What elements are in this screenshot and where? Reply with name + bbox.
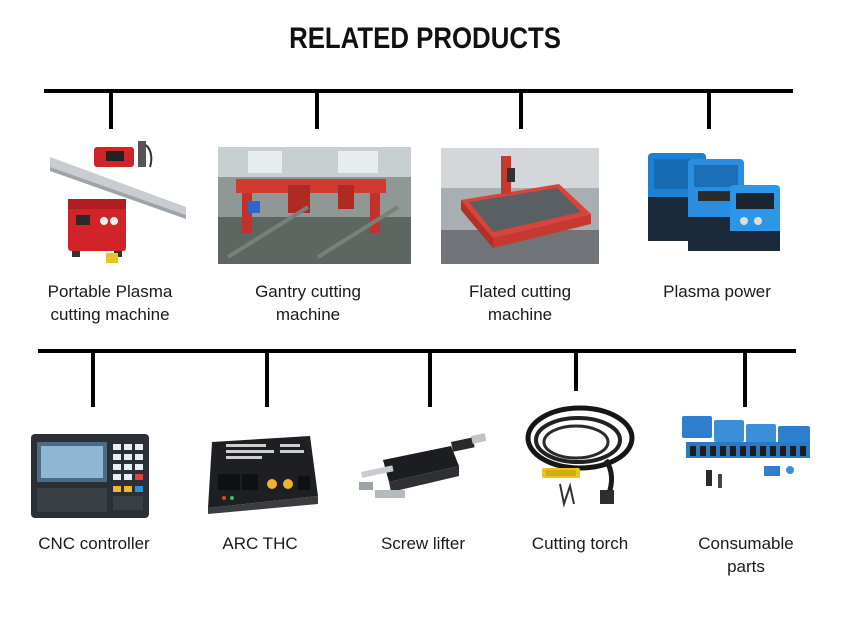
top-connector-2	[315, 89, 319, 129]
gantry-cutting-machine-image[interactable]	[218, 147, 411, 264]
product-label-plasma-power: Plasma power	[663, 282, 771, 301]
product-label-cnc-controller: CNC controller	[38, 534, 150, 553]
top-connector-4	[707, 89, 711, 129]
bottom-connector-1	[91, 349, 95, 407]
product-label-arc-thc: ARC THC	[222, 534, 298, 553]
plasma-power-image[interactable]	[640, 145, 786, 258]
portable-plasma-machine-image[interactable]	[46, 135, 190, 270]
bottom-connector-4	[574, 349, 578, 391]
bottom-connector-5	[743, 349, 747, 407]
cnc-controller-image[interactable]	[29, 432, 151, 520]
top-connector-3	[519, 89, 523, 129]
product-label-screw-lifter: Screw lifter	[380, 534, 466, 553]
flat-cutting-machine-image[interactable]	[441, 148, 599, 264]
top-connector-1	[109, 89, 113, 129]
page-title: RELATED PRODUCTS	[289, 22, 561, 55]
consumable-parts-image[interactable]	[676, 412, 816, 498]
cutting-torch-image[interactable]	[516, 400, 638, 508]
product-label-cutting-torch: Cutting torch	[531, 534, 629, 553]
screw-lifter-image[interactable]	[355, 432, 493, 504]
top-row-bar	[44, 89, 793, 93]
bottom-connector-3	[428, 349, 432, 407]
arc-thc-image[interactable]	[202, 434, 320, 514]
bottom-connector-2	[265, 349, 269, 407]
bottom-row-bar	[38, 349, 796, 353]
